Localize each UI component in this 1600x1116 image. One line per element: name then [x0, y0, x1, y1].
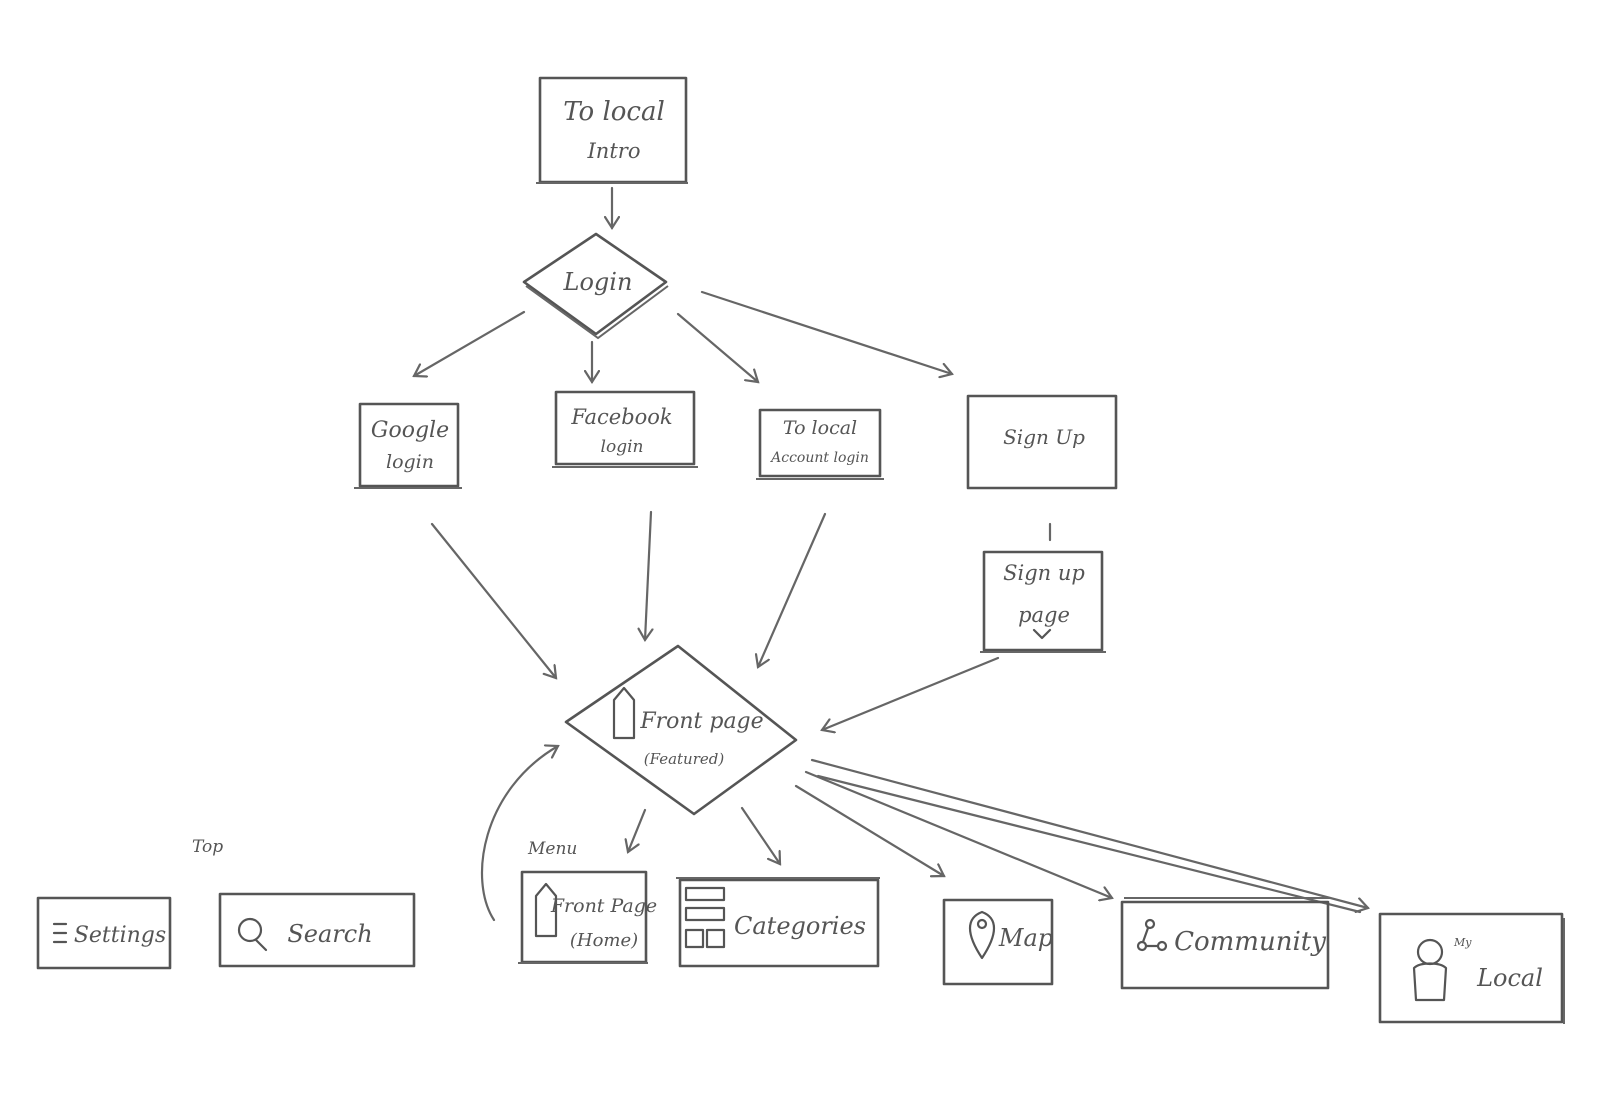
node-front-line2: (Featured)	[644, 750, 725, 768]
node-menu-front-line1: Front Page	[550, 895, 657, 917]
edges	[414, 186, 1368, 922]
node-intro-line2: Intro	[587, 139, 641, 163]
node-intro: To local Intro	[536, 76, 688, 184]
node-categories-label: Categories	[734, 912, 866, 940]
node-map-label: Map	[998, 924, 1053, 952]
node-my-local-label: Local	[1476, 964, 1543, 992]
edge-front-mylocal	[810, 758, 1368, 908]
node-settings: Settings	[36, 896, 172, 970]
edge-menufront-front	[480, 746, 558, 922]
node-facebook-line2: login	[601, 437, 644, 457]
node-map: Map	[942, 898, 1054, 986]
node-community-label: Community	[1174, 927, 1326, 957]
node-my-local-tag: My	[1453, 936, 1472, 949]
edge-account-front	[758, 512, 827, 667]
edge-facebook-front	[645, 510, 651, 640]
section-label-top: Top	[192, 837, 223, 857]
map-pin-icon	[968, 910, 996, 960]
magnifier-icon	[237, 917, 268, 952]
node-community: Community	[1120, 897, 1330, 990]
node-front-page: Front page (Featured)	[564, 644, 798, 816]
edge-signuppage-front	[822, 656, 1000, 730]
network-icon	[1136, 918, 1168, 952]
node-signup-page-line2: page	[1018, 603, 1070, 627]
edge-front-map	[794, 784, 944, 876]
node-signup-page: Sign up page	[980, 550, 1106, 653]
node-menu-front-line2: (Home)	[570, 930, 638, 951]
house-icon	[534, 882, 558, 938]
edge-front-mylocal-2	[816, 774, 1362, 914]
heart-icon	[1032, 628, 1052, 640]
layout-grid-icon	[684, 886, 726, 949]
house-icon	[612, 686, 636, 740]
node-account-line1: To local	[783, 417, 857, 439]
node-signup-label: Sign Up	[1003, 425, 1085, 449]
edge-login-signup	[700, 290, 952, 374]
edge-google-front	[430, 522, 556, 678]
node-login: Login	[522, 232, 669, 340]
node-google-line2: login	[386, 451, 434, 473]
node-search: Search	[218, 892, 416, 968]
node-facebook: Facebook login	[552, 390, 698, 468]
section-label-menu: Menu	[527, 839, 577, 859]
node-signup-page-line1: Sign up	[1003, 561, 1085, 585]
edge-login-google	[414, 310, 526, 376]
person-icon	[1412, 938, 1448, 1002]
node-facebook-line1: Facebook	[570, 405, 672, 429]
node-search-label: Search	[287, 920, 372, 948]
node-my-local: My Local	[1378, 912, 1565, 1024]
hamburger-menu-icon	[52, 922, 68, 944]
node-menu-front-page: Front Page (Home)	[518, 870, 657, 964]
node-google: Google login	[354, 402, 462, 489]
edge-front-community	[804, 770, 1112, 898]
edge-front-menufront	[628, 808, 647, 852]
node-signup: Sign Up	[966, 394, 1118, 490]
node-settings-label: Settings	[74, 923, 166, 948]
node-login-label: Login	[563, 268, 633, 296]
node-categories: Categories	[676, 877, 880, 968]
node-front-line1: Front page	[639, 709, 763, 734]
edge-login-account	[676, 312, 758, 382]
edge-front-categories	[740, 806, 780, 864]
node-account-line2: Account login	[769, 450, 869, 466]
node-intro-line1: To local	[563, 97, 665, 127]
node-google-line1: Google	[371, 418, 449, 443]
node-account: To local Account login	[756, 408, 884, 480]
